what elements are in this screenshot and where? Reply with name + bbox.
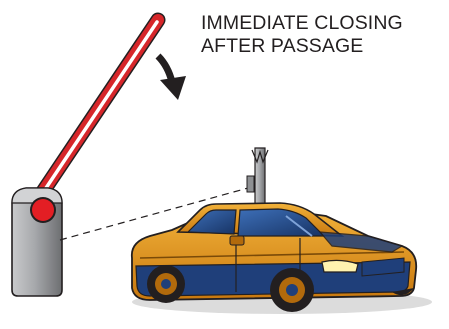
- curved-down-arrow-icon: [158, 56, 186, 100]
- barrier-gate-icon: [12, 188, 62, 296]
- lamp-icon: [32, 199, 54, 221]
- car-icon: [132, 203, 432, 314]
- barrier-boom: [36, 20, 158, 202]
